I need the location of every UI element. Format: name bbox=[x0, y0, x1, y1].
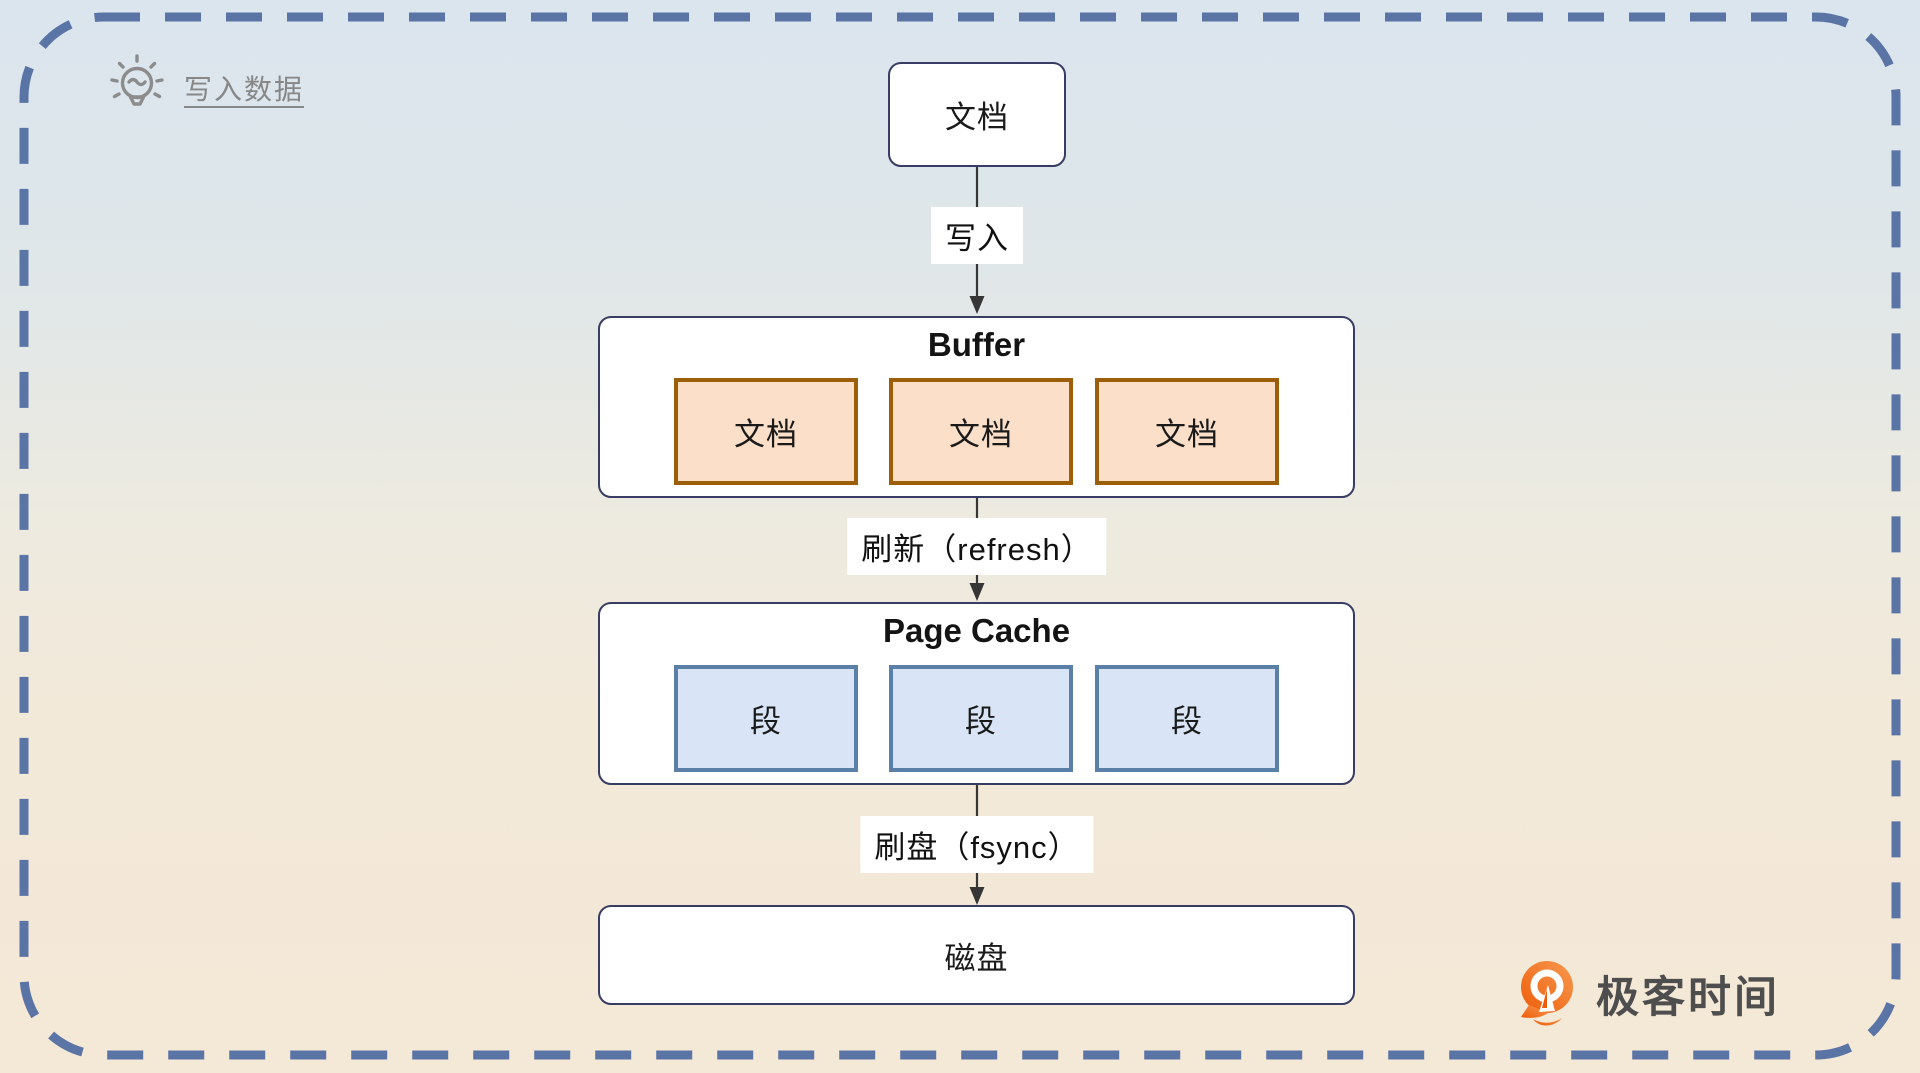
buffer-doc-chip: 文档 bbox=[674, 378, 858, 485]
node-buffer: Buffer 文档 文档 文档 bbox=[598, 316, 1355, 498]
geektime-logo-icon bbox=[1514, 956, 1580, 1031]
buffer-doc-chip: 文档 bbox=[889, 378, 1073, 485]
edge-label-refresh: 刷新（refresh） bbox=[847, 518, 1107, 575]
node-page-cache: Page Cache 段 段 段 bbox=[598, 602, 1355, 785]
lightbulb-icon bbox=[104, 52, 170, 123]
edge-label-fsync: 刷盘（fsync） bbox=[860, 816, 1094, 873]
edge-label-write: 写入 bbox=[931, 207, 1023, 264]
brand-name: 极客时间 bbox=[1596, 973, 1780, 1022]
note-label: 写入数据 bbox=[184, 73, 305, 105]
page-cache-segment-chip: 段 bbox=[1095, 665, 1279, 772]
node-document: 文档 bbox=[888, 62, 1066, 167]
buffer-title: Buffer bbox=[927, 326, 1026, 363]
dashed-frame bbox=[19, 12, 1901, 1060]
node-disk: 磁盘 bbox=[598, 905, 1355, 1005]
node-disk-label: 磁盘 bbox=[944, 940, 1009, 976]
node-document-label: 文档 bbox=[945, 100, 1009, 135]
buffer-doc-chip: 文档 bbox=[1095, 378, 1279, 485]
page-cache-segment-chip: 段 bbox=[674, 665, 858, 772]
page-cache-segment-chip: 段 bbox=[889, 665, 1073, 772]
note-write-data: 写入数据 bbox=[104, 52, 304, 123]
brand-watermark: 极客时间 bbox=[1514, 956, 1780, 1031]
page-cache-title: Page Cache bbox=[882, 612, 1071, 649]
